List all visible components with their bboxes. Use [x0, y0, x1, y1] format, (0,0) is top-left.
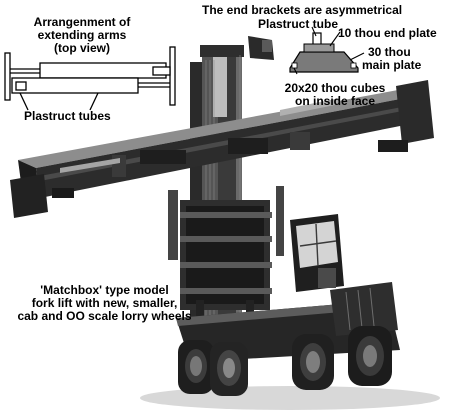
front-wheel-left	[178, 340, 214, 394]
plastruct-tube-label: Plastruct tube	[258, 17, 339, 31]
plastruct-tubes-label: Plastruct tubes	[24, 109, 111, 123]
pointer-tube	[311, 26, 317, 37]
pointer-main-plate	[349, 52, 365, 61]
lower-arm-tube	[11, 77, 139, 94]
arrangement-title-line-1: Arrangenment of	[33, 15, 131, 29]
tube-pointer-left	[19, 92, 29, 111]
right-end-plate	[169, 46, 176, 106]
end-bracket-detail	[289, 26, 365, 75]
center-wheel	[292, 334, 334, 390]
arrangement-title-line-3: (top view)	[54, 41, 110, 55]
end-brackets-heading: The end brackets are asymmetrical	[202, 3, 403, 17]
arrangement-title-line-2: extending arms	[37, 28, 127, 42]
bracket-cube-right	[350, 62, 357, 69]
rear-wheel	[348, 326, 392, 386]
cubes-label-line-2: on inside face	[294, 94, 376, 108]
cubes-label: 20x20 thou cubes on inside face	[280, 82, 390, 108]
main-plate-label: 30 thou main plate	[362, 46, 421, 72]
main-plate-label-line-1: 30 thou	[368, 45, 411, 59]
spreader-beam	[10, 80, 434, 218]
bracket-cube-left	[291, 62, 298, 69]
pointer-end-plate	[329, 31, 341, 47]
arms-top-view-sketch	[4, 46, 176, 111]
tube-pointer-right	[89, 92, 99, 111]
model-description-line-1: 'Matchbox' type model	[40, 283, 169, 297]
bracket-end-plate	[303, 43, 335, 53]
pointer-cubes	[293, 67, 298, 75]
left-end-plate	[4, 52, 11, 101]
end-plate-label: 10 thou end plate	[338, 26, 437, 40]
upper-arm-tube	[39, 62, 167, 79]
model-description-line-2: fork lift with new, smaller,	[31, 296, 178, 310]
bracket-main-plate	[289, 51, 359, 73]
forklift-model-photo	[10, 36, 440, 410]
arrangement-title: Arrangenment of extending arms (top view…	[22, 16, 142, 55]
model-description: 'Matchbox' type model fork lift with new…	[2, 284, 207, 323]
model-description-line-3: cab and OO scale lorry wheels	[17, 309, 192, 323]
main-plate-label-line-2: main plate	[362, 58, 422, 72]
front-wheel-right	[210, 342, 248, 396]
cubes-label-line-1: 20x20 thou cubes	[284, 81, 386, 95]
